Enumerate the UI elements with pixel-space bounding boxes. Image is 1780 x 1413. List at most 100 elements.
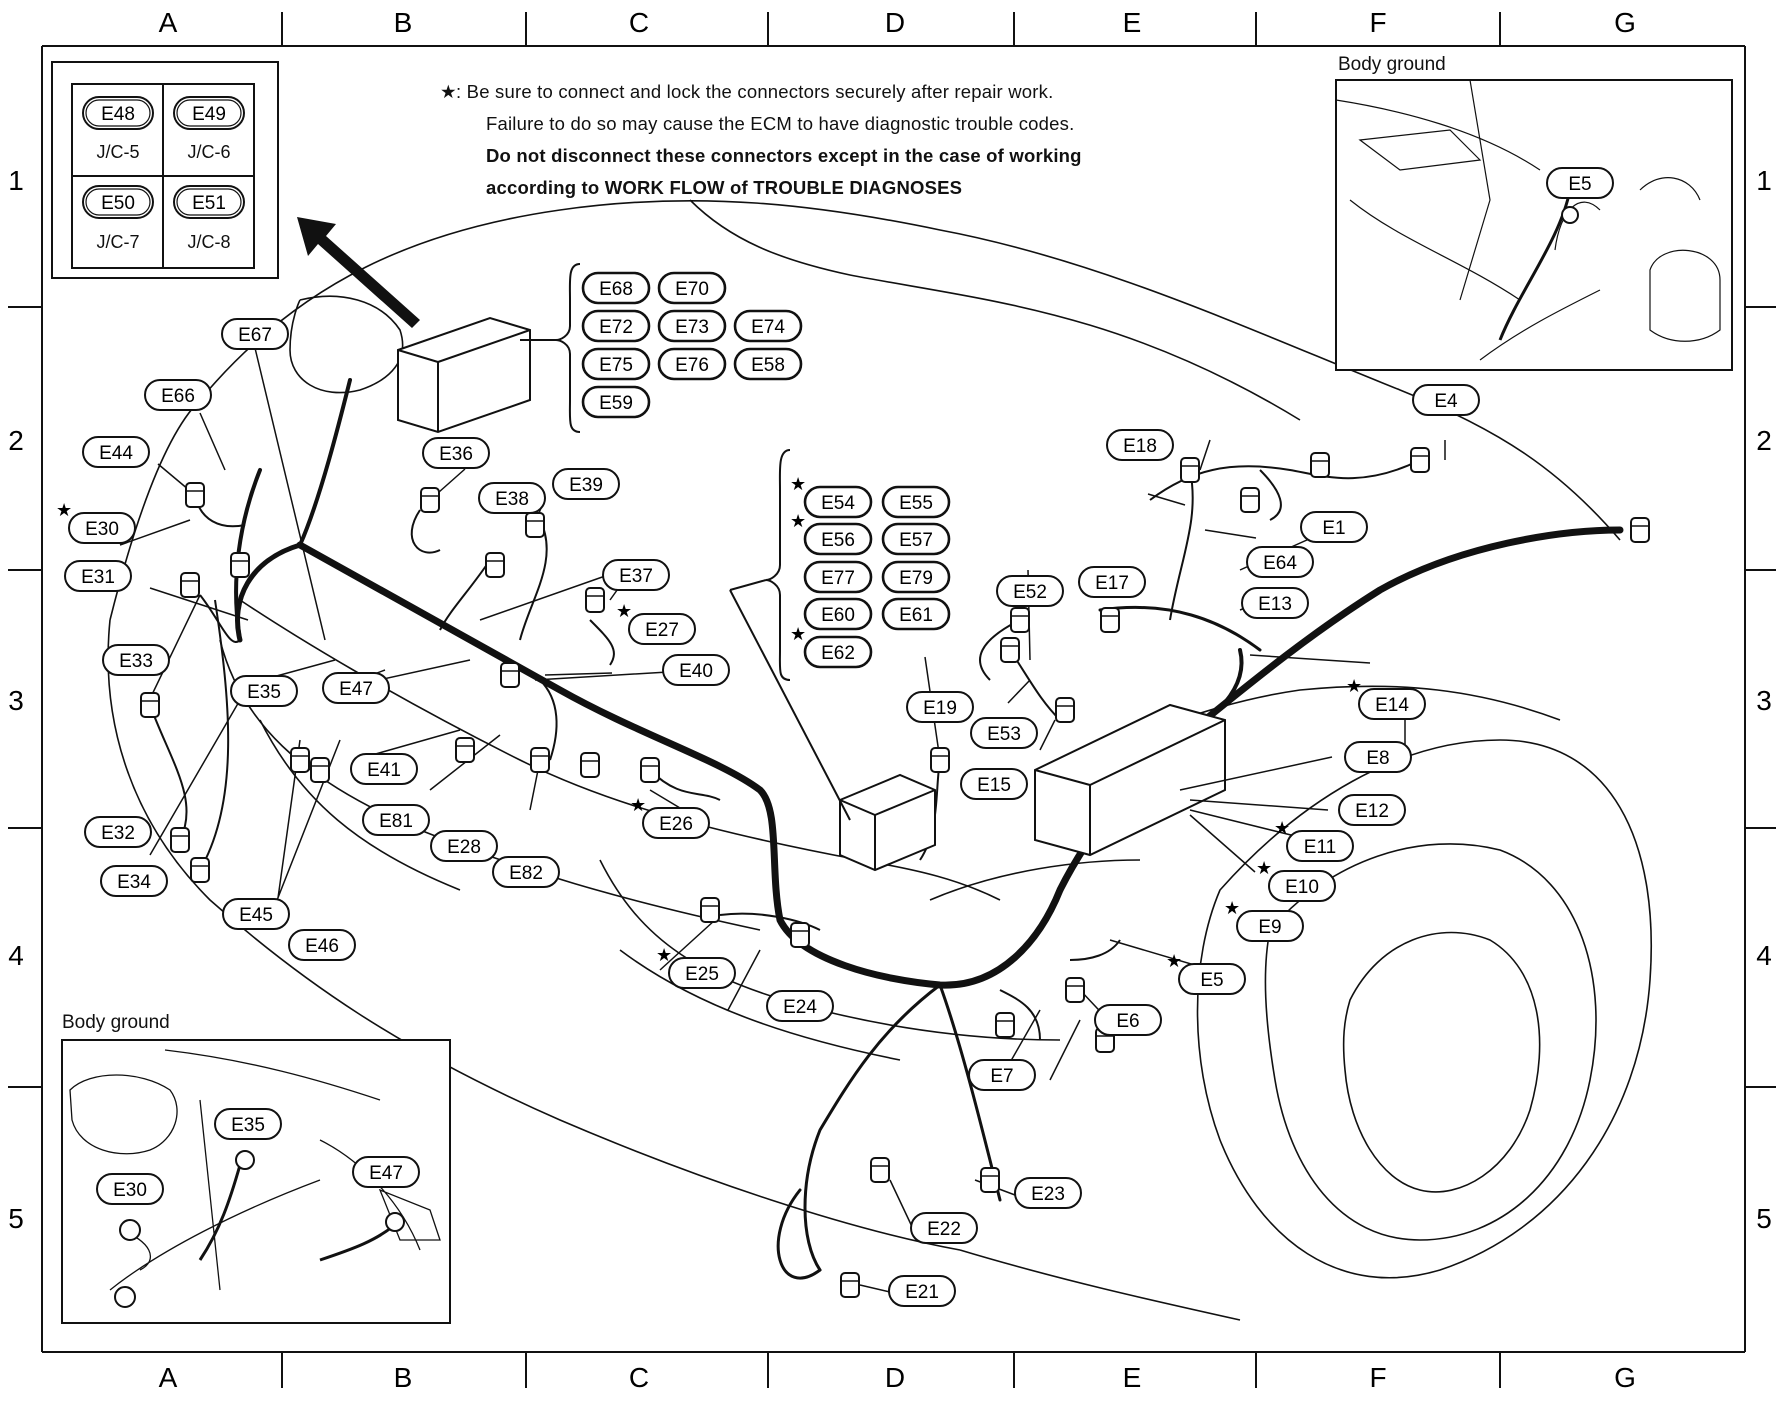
connector-callout-e28: E28 <box>430 830 498 862</box>
connector-callout-e66: E66 <box>144 379 212 411</box>
jc-label-1: J/C-5 <box>96 142 140 162</box>
connector-callout-e38: E38 <box>478 482 546 514</box>
grid-row-label-5: 5 <box>1756 1203 1772 1234</box>
connector-plug-icon <box>1100 607 1120 633</box>
connector-callout-e53: E53 <box>970 717 1038 749</box>
svg-text:E39: E39 <box>569 475 603 496</box>
grid-row-label-1: 1 <box>1756 165 1772 196</box>
connector-callout-e22: E22 <box>910 1212 978 1244</box>
svg-text:E70: E70 <box>675 279 709 300</box>
svg-text:E45: E45 <box>239 905 273 926</box>
group-brackets <box>520 263 851 821</box>
connector-callout-e17: E17 <box>1078 566 1146 598</box>
inset-top-title: Body ground <box>1338 54 1446 75</box>
svg-text:E75: E75 <box>599 355 633 376</box>
grid-row-label-4: 4 <box>8 940 24 971</box>
svg-text:E22: E22 <box>927 1219 961 1240</box>
connector-callout-e32: E32 <box>84 816 152 848</box>
grid-col-label-g: G <box>1614 7 1636 38</box>
svg-text:E34: E34 <box>117 872 151 893</box>
repair-note: ★ : Be sure to connect and lock the conn… <box>440 76 1220 204</box>
svg-text:E76: E76 <box>675 355 709 376</box>
inset-body-ground-top <box>1335 79 1733 371</box>
svg-text:E35: E35 <box>231 1115 265 1136</box>
connector-plug-icon <box>1240 487 1260 513</box>
connector-callout-e31: E31 <box>64 560 132 592</box>
svg-text:E28: E28 <box>447 837 481 858</box>
connector-plug-icon <box>1410 447 1430 473</box>
svg-text:E32: E32 <box>101 823 135 844</box>
connector-callout-e50: E50 <box>82 185 154 219</box>
connector-callout-e4: E4 <box>1412 384 1480 416</box>
connector-callout-e52: E52 <box>996 575 1064 607</box>
svg-text:E36: E36 <box>439 444 473 465</box>
note-line-4: according to WORK FLOW of TROUBLE DIAGNO… <box>486 177 963 198</box>
connector-plug-icon <box>1010 607 1030 633</box>
svg-text:E64: E64 <box>1263 553 1297 574</box>
svg-text:E68: E68 <box>599 279 633 300</box>
svg-text:E18: E18 <box>1123 436 1157 457</box>
connector-callout-e44: E44 <box>82 436 150 468</box>
star-marker-e26: ★ <box>630 795 646 815</box>
connector-callout-e14: E14 <box>1358 688 1426 720</box>
svg-text:E21: E21 <box>905 1282 939 1303</box>
jc-label-3: J/C-7 <box>96 232 140 252</box>
connector-callout-e76: E76 <box>657 347 727 381</box>
svg-text:E72: E72 <box>599 317 633 338</box>
connector-callout-e35: E35 <box>230 675 298 707</box>
connector-plug-icon <box>485 552 505 578</box>
grid-col-label-c: C <box>629 7 649 38</box>
svg-text:E26: E26 <box>659 814 693 835</box>
svg-text:E48: E48 <box>101 104 135 125</box>
grid-row-label-2: 2 <box>8 425 24 456</box>
svg-text:E38: E38 <box>495 489 529 510</box>
connector-callout-e1: E1 <box>1300 511 1368 543</box>
connector-callout-e81: E81 <box>362 804 430 836</box>
svg-text:E31: E31 <box>81 567 115 588</box>
svg-text:E59: E59 <box>599 393 633 414</box>
grid-col-label-g: G <box>1614 1362 1636 1393</box>
connector-plug-icon <box>700 897 720 923</box>
star-marker-e62: ★ <box>790 624 806 644</box>
grid-col-label-d: D <box>885 1362 905 1393</box>
svg-text:E7: E7 <box>990 1066 1013 1087</box>
svg-text:E49: E49 <box>192 104 226 125</box>
connector-plug-icon <box>525 512 545 538</box>
connector-callout-e70: E70 <box>657 271 727 305</box>
connector-callout-e61: E61 <box>881 597 951 631</box>
connector-callout-e27: E27 <box>628 613 696 645</box>
connector-callout-e18: E18 <box>1106 429 1174 461</box>
svg-text:E4: E4 <box>1434 391 1458 412</box>
connector-callout-e8: E8 <box>1344 741 1412 773</box>
connector-callout-e40: E40 <box>662 654 730 686</box>
note-line-1: : Be sure to connect and lock the connec… <box>456 81 1054 102</box>
connector-plug-icon <box>230 552 250 578</box>
note-line-3: Do not disconnect these connectors excep… <box>486 145 1082 166</box>
connector-plug-icon <box>790 922 810 948</box>
star-marker-e25: ★ <box>656 945 672 965</box>
svg-text:E67: E67 <box>238 325 272 346</box>
svg-text:E73: E73 <box>675 317 709 338</box>
connector-callout-e10: E10 <box>1268 870 1336 902</box>
svg-text:E8: E8 <box>1366 748 1389 769</box>
connector-plug-icon <box>185 482 205 508</box>
svg-text:E51: E51 <box>192 193 226 214</box>
connector-plug-icon <box>1310 452 1330 478</box>
connector-callout-e24: E24 <box>766 990 834 1022</box>
grid-col-label-a: A <box>159 1362 178 1393</box>
grid-col-label-b: B <box>394 7 413 38</box>
svg-text:E17: E17 <box>1095 573 1129 594</box>
connector-plug-icon <box>1630 517 1650 543</box>
connector-callout-e75: E75 <box>581 347 651 381</box>
connector-plug-icon <box>180 572 200 598</box>
connector-callout-e46: E46 <box>288 929 356 961</box>
connector-callout-e21: E21 <box>888 1275 956 1307</box>
connector-callout-e67: E67 <box>221 318 289 350</box>
star-marker-e9: ★ <box>1224 898 1240 918</box>
connector-callout-e56: E56 <box>803 522 873 556</box>
connector-callout-e5: E5 <box>1178 963 1246 995</box>
svg-text:E77: E77 <box>821 568 855 589</box>
